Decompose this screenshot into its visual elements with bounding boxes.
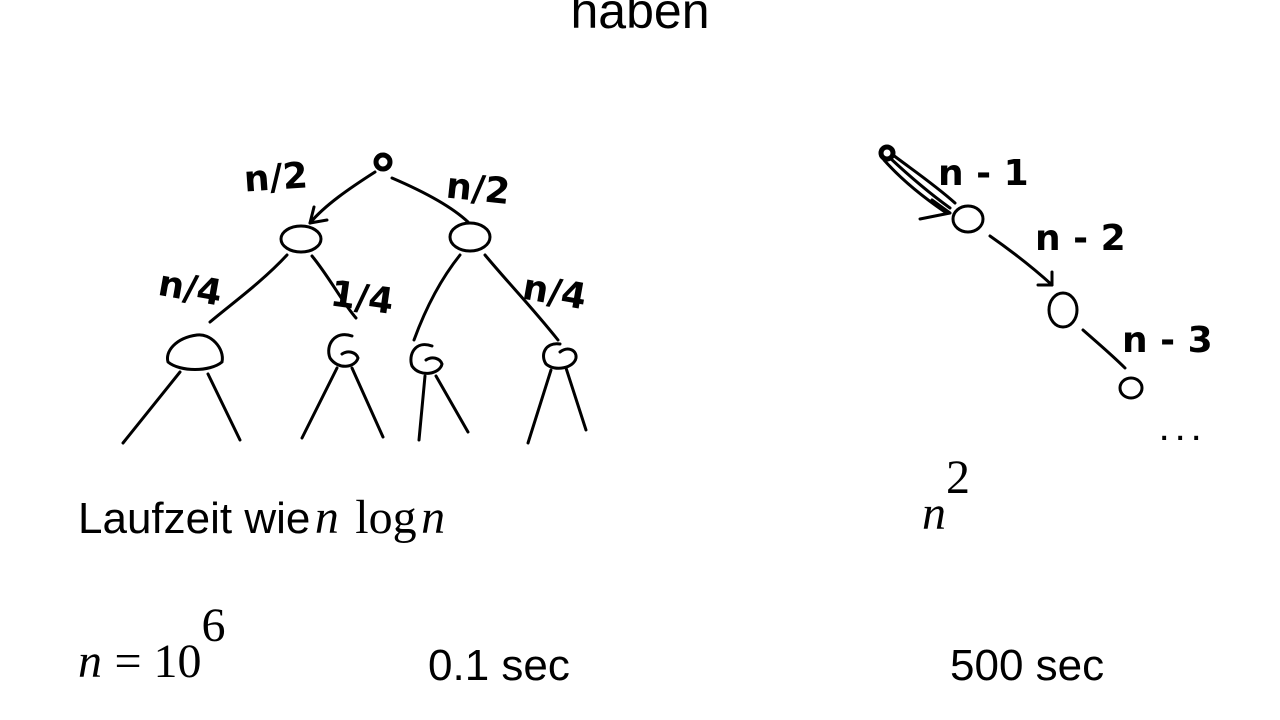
tree-label-lr: 1/4 [328,273,396,322]
tree-leaf-5 [417,374,427,442]
tree-label-right: n/2 [444,166,512,213]
chain-root-node [878,144,896,162]
bottom-equals: = 10 [114,635,202,688]
tree-node-l2-a [165,333,224,371]
tree-label-ll: n/4 [155,263,225,314]
tree-edge-ll [208,253,289,324]
left-caption-n1: n [314,491,339,544]
chain-arrowhead-1 [918,198,952,221]
chain-label-2: n - 2 [1035,218,1126,259]
bottom-exponent: 6 [201,599,226,652]
bottom-n: n [78,635,102,688]
chain-node-3 [1118,376,1144,400]
right-caption-base: n [922,487,946,540]
left-caption-n2: n [421,491,446,544]
tree-edge-left [308,170,377,225]
chain-ellipsis: . . . [1160,421,1200,446]
tree-node-l2-d [542,342,578,370]
tree-leaf-1 [121,370,182,445]
time-left: 0.1 sec [428,641,570,690]
tree-edge-rl [412,253,462,342]
tree-leaf-3 [300,366,339,440]
left-caption-log: log [355,491,417,544]
chain-node-2 [1047,291,1079,329]
tree-edge-right [390,176,470,224]
chain-edge-1b [882,158,947,214]
chain-edge-1 [888,156,952,210]
chain-edge-3 [1081,328,1127,370]
chain-node-1 [951,204,985,234]
tree-root-node [373,152,393,172]
tree-node-l2-b [327,333,360,368]
chain-label-3: n - 3 [1122,320,1213,361]
time-right: 500 sec [950,641,1105,690]
tree-edge-lr [310,254,358,320]
tree-arrowhead [308,205,329,225]
tree-leaf-8 [564,366,588,432]
tree-leaf-2 [206,372,242,442]
left-caption-prefix: Laufzeit wie [78,494,311,543]
tree-node-l1-right [448,221,492,253]
chain-label-1: n - 1 [938,153,1029,194]
chain-edge-1c [891,153,957,205]
right-caption-exponent: 2 [946,451,970,504]
chain-arrowhead-2 [1036,270,1054,287]
chain-edge-2 [988,234,1054,287]
tree-leaf-4 [350,366,385,439]
tree-node-l1-left [279,224,323,254]
tree-label-left: n/2 [243,155,310,200]
slide-title: haben [570,0,710,39]
tree-leaf-7 [526,368,553,445]
tree-label-rr: n/4 [519,267,589,318]
tree-edge-rr [483,253,560,342]
left-caption: Laufzeit wie n log n [78,494,445,542]
tree-leaf-6 [434,374,470,434]
tree-node-l2-c [409,343,444,375]
right-caption: n2 [922,454,970,540]
bottom-equation: n = 106 [78,602,226,688]
